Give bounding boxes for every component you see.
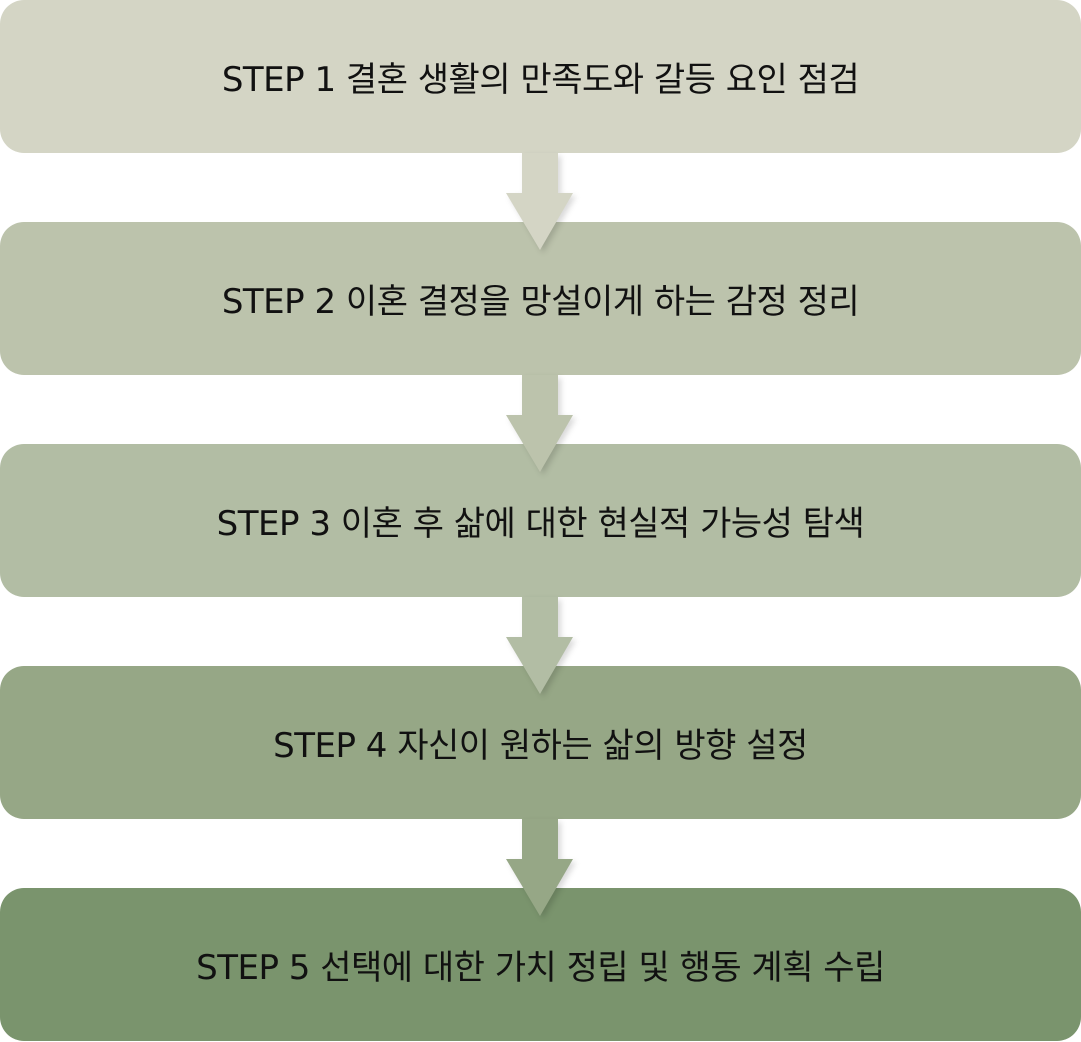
step-1-box: STEP 1 결혼 생활의 만족도와 갈등 요인 점검 <box>0 0 1081 153</box>
step-5-label: STEP 5 선택에 대한 가치 정립 및 행동 계획 수립 <box>196 948 885 988</box>
arrow-down-icon <box>506 153 573 250</box>
step-4-label: STEP 4 자신이 원하는 삶의 방향 설정 <box>273 726 808 766</box>
step-5-box: STEP 5 선택에 대한 가치 정립 및 행동 계획 수립 <box>0 888 1081 1041</box>
step-1-label: STEP 1 결혼 생활의 만족도와 갈등 요인 점검 <box>221 60 860 100</box>
step-3-box: STEP 3 이혼 후 삶에 대한 현실적 가능성 탐색 <box>0 444 1081 597</box>
arrow-down-icon <box>506 375 573 472</box>
arrow-down-icon <box>506 819 573 916</box>
arrow-down-icon <box>506 597 573 694</box>
step-2-label: STEP 2 이혼 결정을 망설이게 하는 감정 정리 <box>221 282 860 322</box>
step-3-label: STEP 3 이혼 후 삶에 대한 현실적 가능성 탐색 <box>216 504 865 544</box>
